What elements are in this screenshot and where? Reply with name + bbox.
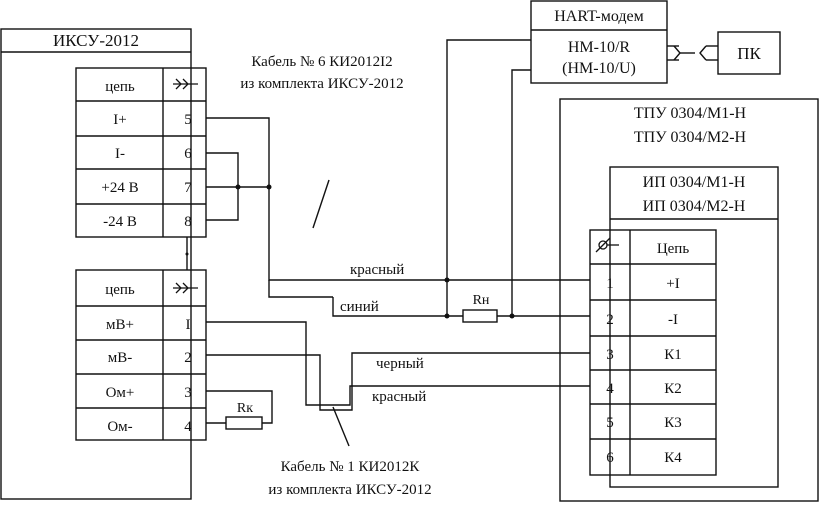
block1-header: цепь	[105, 79, 135, 95]
block1-row-pin: 7	[184, 180, 192, 196]
block2-row-name: Ом+	[106, 385, 135, 401]
ip-row-name: -I	[668, 312, 678, 328]
block1-row-pin: 6	[184, 146, 192, 162]
iksu-block1-table	[75, 67, 207, 238]
wire-label-red-bottom: красный	[372, 389, 426, 405]
pc-label: ПК	[737, 44, 761, 63]
hart-model1: НМ-10/R	[568, 39, 631, 56]
block1-row-name: -24 В	[103, 214, 137, 230]
block1-row-pin: 8	[184, 214, 192, 230]
terminal-symbol-icon	[595, 237, 619, 253]
block2-row-name: Ом-	[107, 419, 132, 435]
block2-row-pin: 2	[184, 350, 192, 366]
ip-row-pin: 2	[606, 312, 614, 328]
ip-row-name: К1	[664, 347, 682, 363]
wire-label-red-top: красный	[350, 262, 404, 278]
connector-symbol-icon	[173, 78, 198, 90]
ip-row-pin: 6	[606, 450, 614, 466]
ip-terminal-table	[589, 229, 717, 476]
wire-blue	[332, 297, 590, 317]
rk-jumper	[206, 390, 273, 424]
cable6-leader	[312, 179, 330, 229]
ip-row-name: +I	[666, 276, 679, 292]
block1-row-name: I-	[115, 146, 125, 162]
ip-row-pin: 3	[606, 347, 614, 363]
wire-red-top	[206, 117, 590, 281]
cable1-leader	[332, 406, 350, 447]
block1-row-name: +24 В	[101, 180, 138, 196]
cable6-label-line1: Кабель № 6 КИ2012I2	[251, 54, 392, 70]
ip-row-pin: 1	[606, 276, 614, 292]
hart-modem-box	[530, 0, 668, 84]
wire-label-blue: синий	[340, 299, 379, 315]
hart-title: HART-модем	[554, 8, 643, 25]
block2-row-pin: I	[186, 317, 191, 333]
iksu-title: ИКСУ-2012	[53, 31, 139, 50]
block2-header: цепь	[105, 282, 135, 298]
ip-row-name: К2	[664, 381, 682, 397]
ip-row-name: К3	[664, 415, 682, 431]
wire-label-black: черный	[376, 356, 424, 372]
block2-row-pin: 3	[184, 385, 192, 401]
ip-row-pin: 4	[606, 381, 614, 397]
ip-header: Цепь	[657, 241, 690, 257]
block1-row-name: I+	[113, 112, 126, 128]
hart-tap-2	[511, 69, 531, 316]
iksu-block2-table	[75, 269, 207, 441]
block2-row-pin: 4	[184, 419, 192, 435]
block2-row-name: мВ+	[106, 317, 134, 333]
ip-row-name: К4	[664, 450, 682, 466]
resistor-rn	[462, 309, 498, 323]
pc-connector-icon	[699, 45, 707, 61]
hart-tap-1	[446, 39, 531, 316]
pc-box	[717, 31, 781, 75]
cable1-label-line1: Кабель № 1 КИ2012К	[281, 459, 421, 475]
ip-row-pin: 5	[606, 415, 614, 431]
resistor-rn-label: Rн	[473, 293, 490, 308]
connector-symbol-icon	[173, 282, 198, 294]
ip-line1: ИП 0304/М1-Н	[643, 174, 746, 191]
tpu-line2: ТПУ 0304/М2-Н	[634, 129, 747, 146]
ip-box	[609, 166, 779, 488]
iksu-box	[0, 28, 192, 500]
cable6-label-line2: из комплекта ИКСУ-2012	[240, 76, 403, 92]
block2-row-name: мВ-	[108, 350, 133, 366]
resistor-rk	[225, 416, 263, 430]
wire-black	[206, 352, 590, 411]
cable1-label-line2: из комплекта ИКСУ-2012	[268, 482, 431, 498]
tpu-line1: ТПУ 0304/М1-Н	[634, 105, 747, 122]
hart-connector-icon	[673, 45, 681, 61]
resistor-rk-label: Rк	[237, 401, 253, 416]
hart-model2: (НМ-10/U)	[562, 60, 636, 77]
ip-line2: ИП 0304/М2-Н	[643, 198, 746, 215]
junction-dots	[185, 184, 515, 319]
tpu-box	[559, 98, 819, 502]
wire-red-bottom	[206, 321, 590, 406]
block1-row-pin: 5	[184, 112, 192, 128]
